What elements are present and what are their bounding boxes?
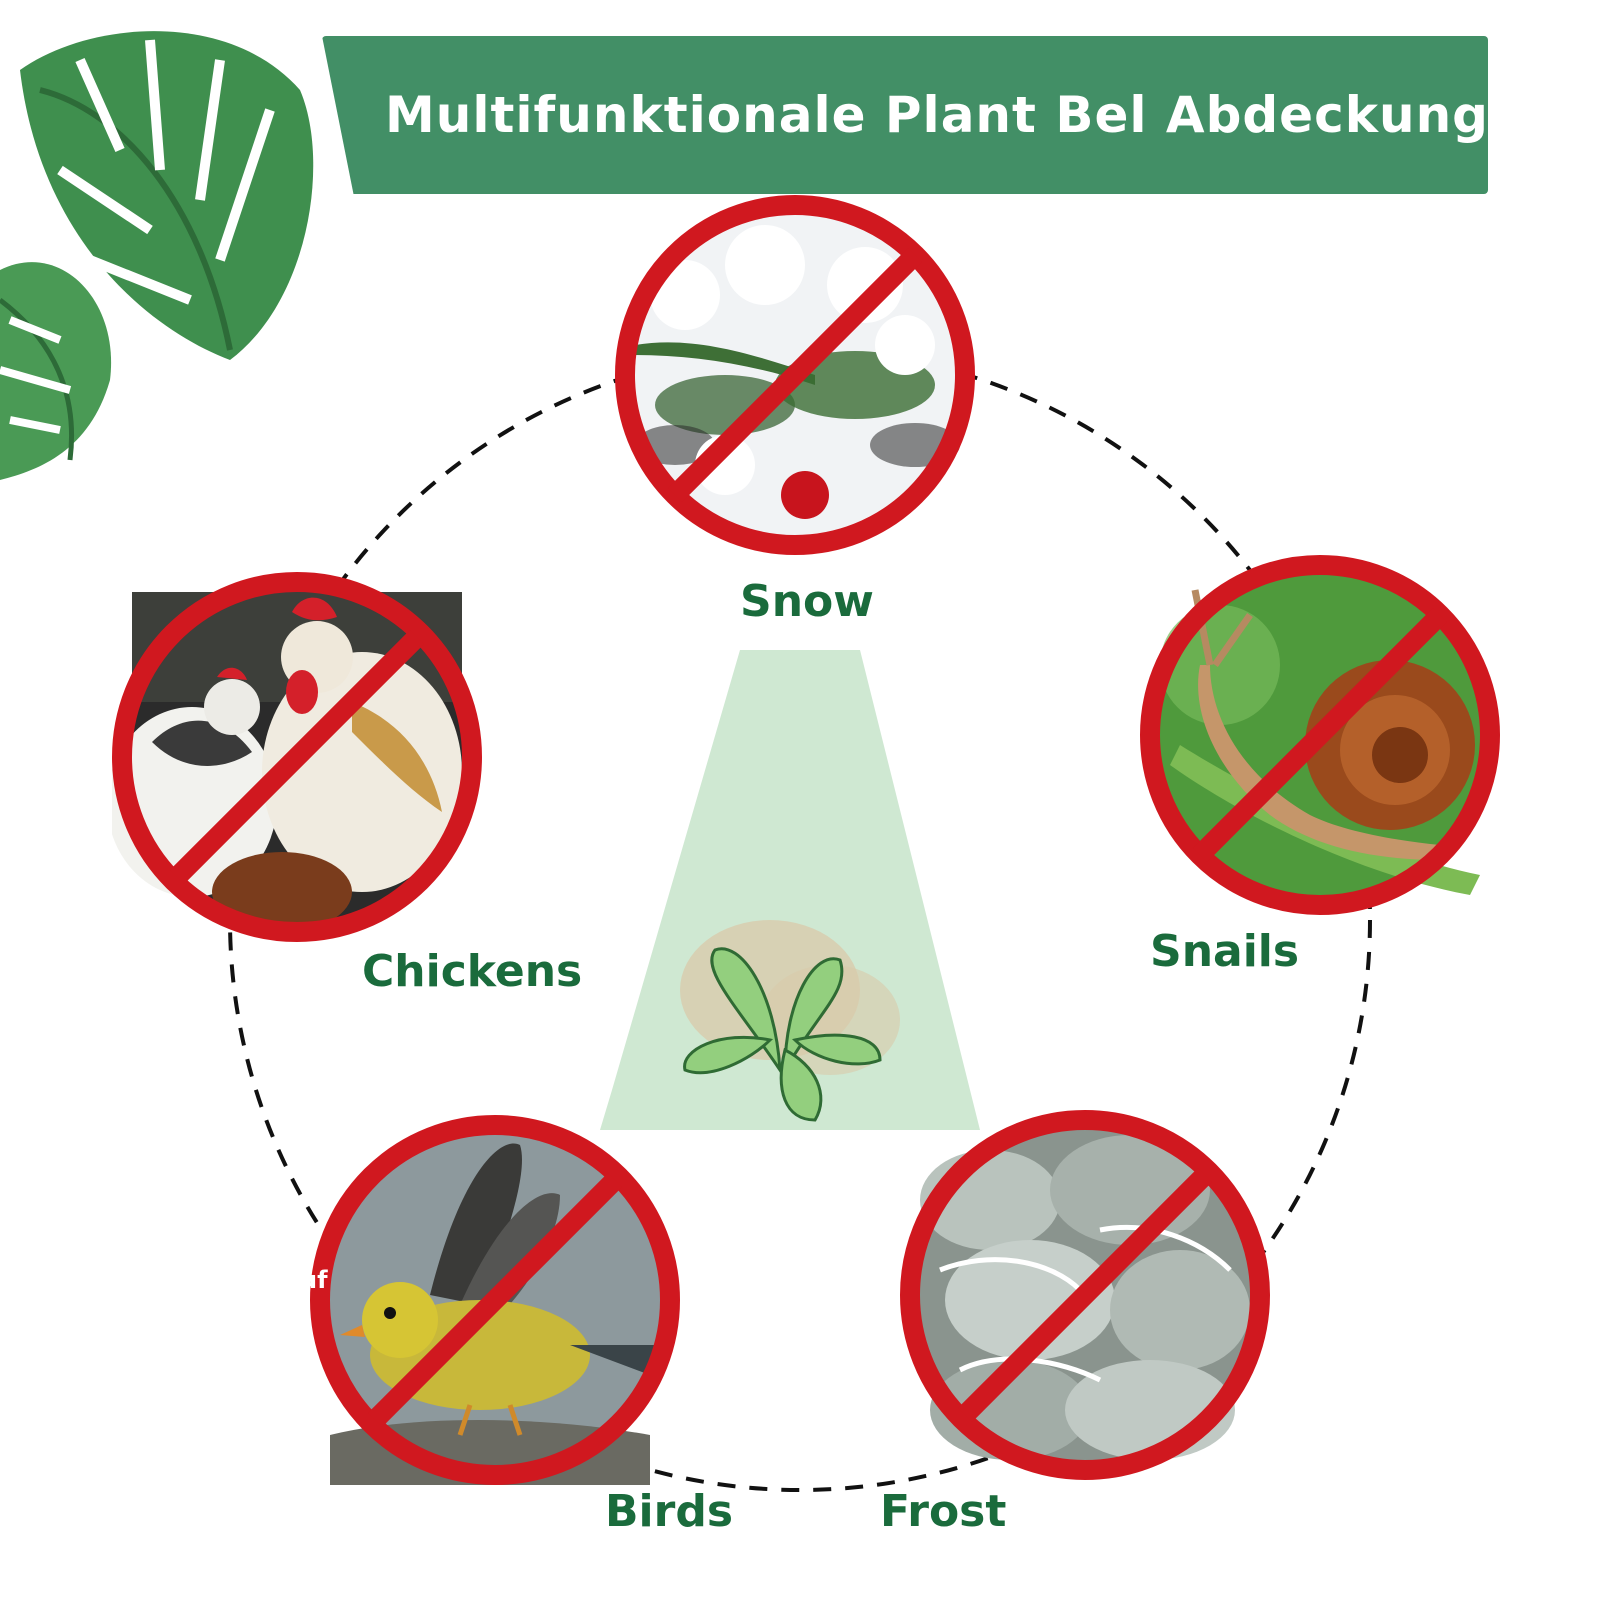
frost-label: Frost	[880, 1486, 1007, 1537]
frosted-cabbage-icon	[920, 1135, 1250, 1460]
birds-label: Birds	[605, 1486, 734, 1537]
frost-badge	[900, 1110, 1270, 1480]
monstera-leaves-icon	[0, 31, 314, 480]
stray-text: uf	[300, 1266, 328, 1294]
snails-badge	[1140, 555, 1500, 915]
snails-label: Snails	[1150, 926, 1300, 977]
snow-badge	[615, 195, 975, 555]
title-banner	[322, 36, 1488, 194]
snow-label: Snow	[740, 576, 874, 627]
chickens-label: Chickens	[362, 946, 583, 997]
banner-title: Multifunktionale Plant Bel Abdeckung	[385, 86, 1489, 144]
birds-badge	[310, 1115, 680, 1485]
plant-cover-icon	[600, 650, 980, 1130]
chickens-badge	[112, 572, 482, 942]
